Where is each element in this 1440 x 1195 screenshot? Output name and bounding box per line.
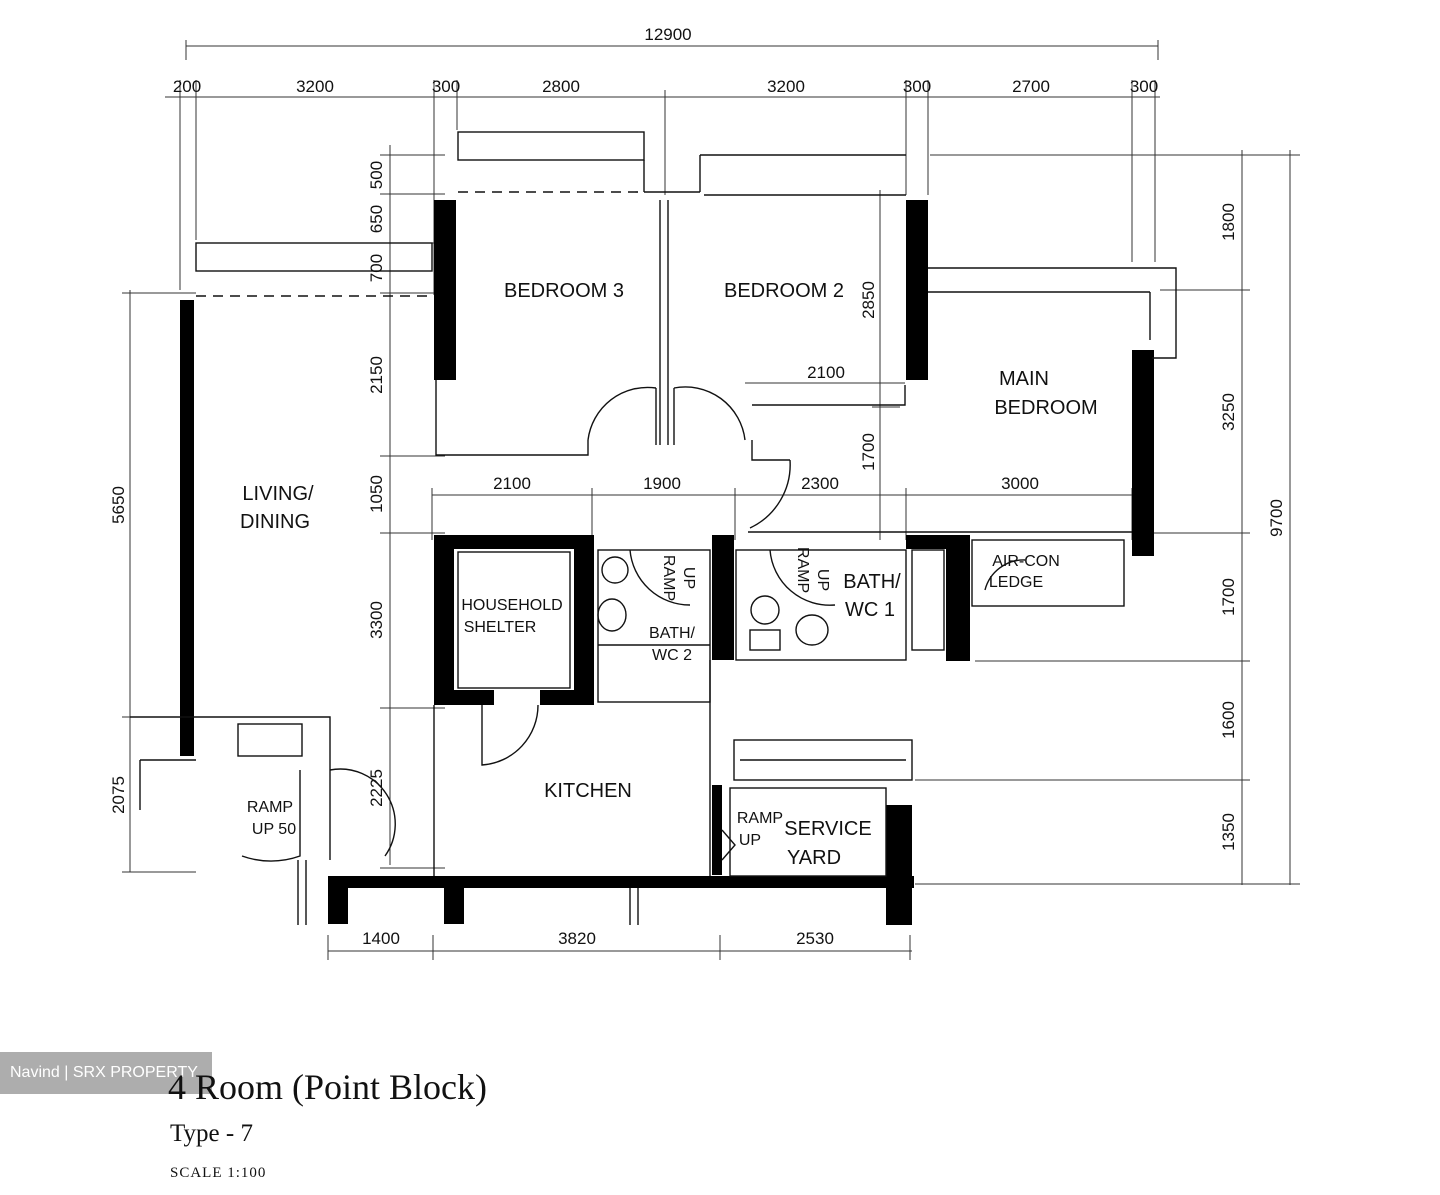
label-bath2-line1: BATH/ — [649, 625, 695, 642]
dim-top-2: 3200 — [296, 77, 334, 96]
dim-living-ramp: 2075 — [109, 776, 128, 814]
dim-overall-right: 9700 — [1267, 499, 1286, 537]
dim-top-5: 3200 — [767, 77, 805, 96]
dim-left-5: 1050 — [367, 475, 386, 513]
dimension-lines — [122, 40, 1300, 960]
label-service-yard-line2: YARD — [787, 847, 841, 869]
dim-top-7: 2700 — [1012, 77, 1050, 96]
label-ramp-bath2-line1: RAMP — [660, 555, 677, 601]
plan-title: 4 Room (Point Block) — [168, 1067, 488, 1107]
label-bath1-line1: BATH/ — [843, 571, 901, 593]
label-ramp-bath1-line1: RAMP — [794, 547, 811, 593]
label-living-line1: LIVING/ — [242, 483, 314, 505]
dim-top-3: 300 — [432, 77, 460, 96]
label-ramp-service-line2: UP — [739, 832, 761, 849]
dim-left-1: 500 — [367, 161, 386, 189]
dim-top-8: 300 — [1130, 77, 1158, 96]
label-ramp-service-line1: RAMP — [737, 810, 783, 827]
dim-bedroom2-width: 2100 — [807, 363, 845, 382]
watermark: Navind | SRX PROPERTY — [0, 1052, 212, 1094]
dim-bottom-3: 2530 — [796, 929, 834, 948]
dim-mid-4: 3000 — [1001, 474, 1039, 493]
label-bedroom-3: BEDROOM 3 — [504, 280, 624, 302]
label-bath2-line2: WC 2 — [652, 647, 692, 664]
label-shelter-line2: SHELTER — [464, 619, 537, 636]
label-ramp-living-line2: UP 50 — [252, 821, 296, 838]
label-main-bedroom-line1: MAIN — [999, 368, 1049, 390]
dim-left-4: 2150 — [367, 356, 386, 394]
label-bath1-line2: WC 1 — [845, 599, 895, 621]
dim-right-1: 1800 — [1219, 203, 1238, 241]
room-labels: BEDROOM 3 BEDROOM 2 MAIN BEDROOM LIVING/… — [240, 280, 1098, 869]
dim-bedroom2-height: 2850 — [859, 281, 878, 319]
dim-right-5: 1350 — [1219, 813, 1238, 851]
label-living-line2: DINING — [240, 511, 310, 533]
dim-overall-top: 12900 — [644, 25, 691, 44]
dim-top-1: 200 — [173, 77, 201, 96]
dim-left-3: 700 — [367, 254, 386, 282]
dim-right-4: 1600 — [1219, 701, 1238, 739]
label-shelter-line1: HOUSEHOLD — [461, 597, 562, 614]
label-ramp-bath1-line2: UP — [814, 569, 831, 591]
outlines — [130, 131, 1177, 925]
dim-mid-1: 2100 — [493, 474, 531, 493]
dim-left-6: 3300 — [367, 601, 386, 639]
dim-left-7: 2225 — [367, 769, 386, 807]
label-ramp-living-line1: RAMP — [247, 799, 293, 816]
dim-living-height: 5650 — [109, 486, 128, 524]
label-ramp-bath2-line2: UP — [680, 567, 697, 589]
label-service-yard-line1: SERVICE — [784, 818, 871, 840]
dim-mid-2: 1900 — [643, 474, 681, 493]
label-aircon-line1: AIR-CON — [992, 553, 1060, 570]
label-kitchen: KITCHEN — [544, 780, 632, 802]
dim-left-2: 650 — [367, 205, 386, 233]
label-aircon-line2: LEDGE — [989, 574, 1043, 591]
plan-scale: SCALE 1:100 — [170, 1165, 267, 1181]
dim-top-4: 2800 — [542, 77, 580, 96]
dim-top-6: 300 — [903, 77, 931, 96]
label-main-bedroom-line2: BEDROOM — [994, 397, 1097, 419]
plan-subtitle: Type - 7 — [170, 1120, 253, 1147]
dim-right-2: 3250 — [1219, 393, 1238, 431]
dimension-labels: 12900 200 3200 300 2800 3200 300 2700 30… — [109, 25, 1286, 948]
dim-mid-3: 2300 — [801, 474, 839, 493]
label-bedroom-2: BEDROOM 2 — [724, 280, 844, 302]
dim-bottom-2: 3820 — [558, 929, 596, 948]
dim-bottom-1: 1400 — [362, 929, 400, 948]
dim-bedroom-gap: 1700 — [859, 433, 878, 471]
dim-right-3: 1700 — [1219, 578, 1238, 616]
walls — [180, 200, 1154, 925]
